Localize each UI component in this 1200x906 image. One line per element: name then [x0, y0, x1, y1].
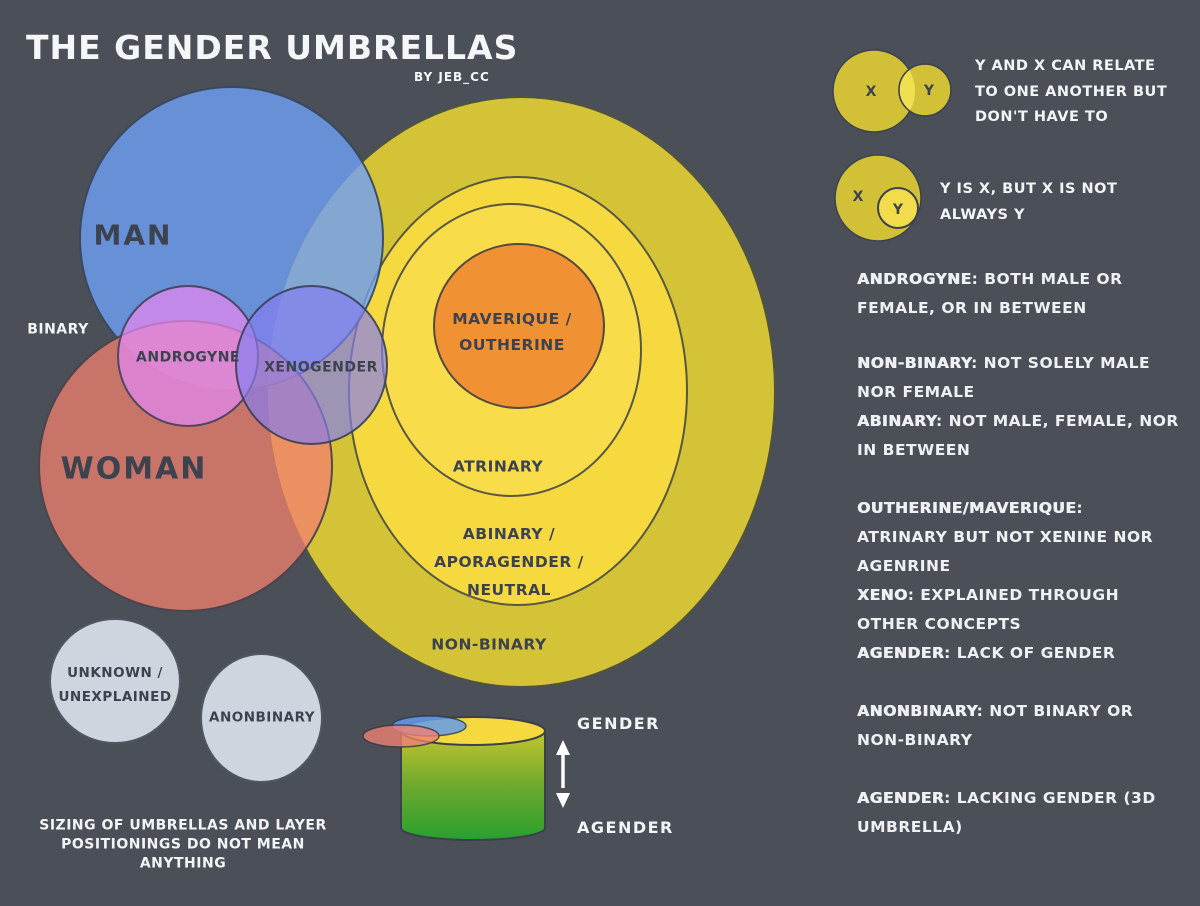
definition-term: AGENDER	[857, 644, 945, 662]
definition-term: ANDROGYNE	[857, 270, 972, 288]
definition-term: XENO	[857, 586, 908, 604]
definition-text: : NOT MALE, FEMALE, NOR IN BETWEEN	[857, 412, 1179, 459]
definition-group-agender-3d: AGENDER: LACKING GENDER (3D UMBRELLA)	[857, 784, 1200, 842]
unknown-circle	[49, 618, 181, 744]
definition-text: : ATRINARY BUT NOT XENINE NOR AGENRINE	[857, 499, 1154, 575]
agender-label: AGENDER	[577, 818, 674, 837]
definition-term: ABINARY	[857, 412, 937, 430]
anonbinary-circle	[200, 653, 323, 783]
androgyne-label: ANDROGYNE	[136, 349, 240, 366]
definition-text: : LACK OF GENDER	[944, 644, 1116, 662]
definition-abinary: ABINARY: NOT MALE, FEMALE, NOR IN BETWEE…	[857, 407, 1200, 465]
legend-overlap-y-outline	[898, 63, 952, 117]
binary-label: BINARY	[27, 321, 89, 338]
gender-label: GENDER	[577, 714, 660, 733]
legend-venn-subset: X Y	[834, 154, 922, 242]
definition-agender-3d: AGENDER: LACKING GENDER (3D UMBRELLA)	[857, 784, 1200, 842]
disclaimer-text: SIZING OF UMBRELLAS AND LAYER POSITIONIN…	[39, 817, 327, 872]
legend-subset-y-letter: Y	[892, 202, 904, 218]
unknown-label: UNKNOWN / UNEXPLAINED	[58, 665, 172, 705]
xenogender-circle	[235, 285, 388, 445]
anonbinary-label: ANONBINARY	[208, 709, 316, 726]
atrinary-label: ATRINARY	[452, 457, 544, 476]
definition-outherine: OUTHERINE/MAVERIQUE: ATRINARY BUT NOT XE…	[857, 494, 1200, 581]
legend-overlap-lens	[899, 64, 915, 116]
legend-overlap-caption: Y AND X CAN RELATE TO ONE ANOTHER BUT DO…	[975, 58, 1168, 125]
definition-group-outherine-xeno-agender: OUTHERINE/MAVERIQUE: ATRINARY BUT NOT XE…	[857, 494, 1200, 668]
gender-agender-arrow-icon	[556, 740, 570, 808]
legend-overlap-x-letter: X	[866, 84, 877, 100]
xenogender-label: XENOGENDER	[264, 359, 378, 376]
legend-venn-overlap: X Y	[832, 49, 952, 133]
definition-text: : NOT SOLELY MALE NOR FEMALE	[857, 354, 1151, 401]
definition-term: OUTHERINE/MAVERIQUE	[857, 499, 1077, 517]
definition-term: NON-BINARY	[857, 354, 972, 372]
cylinder-body	[400, 730, 546, 841]
definition-androgyne: ANDROGYNE: BOTH MALE OR FEMALE, OR IN BE…	[857, 265, 1200, 323]
maverique-label: MAVERIQUE / OUTHERINE	[452, 310, 572, 354]
man-label: MAN	[93, 218, 173, 252]
page-title: THE GENDER UMBRELLAS	[26, 28, 519, 67]
nonbinary-label: NON-BINARY	[431, 635, 547, 654]
woman-label: WOMAN	[60, 451, 208, 487]
definition-group-nonbinary-abinary: NON-BINARY: NOT SOLELY MALE NOR FEMALE A…	[857, 349, 1200, 465]
cylinder-red-ellipse	[362, 724, 440, 748]
definition-agender: AGENDER: LACK OF GENDER	[857, 639, 1200, 668]
definition-text: : EXPLAINED THROUGH OTHER CONCEPTS	[857, 586, 1120, 633]
definition-xeno: XENO: EXPLAINED THROUGH OTHER CONCEPTS	[857, 581, 1200, 639]
definition-nonbinary: NON-BINARY: NOT SOLELY MALE NOR FEMALE	[857, 349, 1200, 407]
definition-term: AGENDER	[857, 789, 945, 807]
legend-subset-caption: Y IS X, BUT X IS NOT ALWAYS Y	[940, 181, 1118, 223]
definition-text: : LACKING GENDER (3D UMBRELLA)	[857, 789, 1156, 836]
definition-text: : NOT BINARY OR NON-BINARY	[857, 702, 1134, 749]
definition-group-androgyne: ANDROGYNE: BOTH MALE OR FEMALE, OR IN BE…	[857, 265, 1200, 323]
legend-subset-x-letter: X	[853, 189, 864, 205]
maverique-circle	[433, 243, 605, 409]
definition-term: ANONBINARY	[857, 702, 977, 720]
definition-group-anonbinary: ANONBINARY: NOT BINARY OR NON-BINARY	[857, 697, 1200, 755]
legend-subset-y-circle	[877, 187, 919, 229]
definition-text: : BOTH MALE OR FEMALE, OR IN BETWEEN	[857, 270, 1123, 317]
abinary-label: ABINARY / APORAGENDER / NEUTRAL	[434, 525, 584, 599]
gender-cylinder-figure	[362, 715, 570, 841]
definition-anonbinary: ANONBINARY: NOT BINARY OR NON-BINARY	[857, 697, 1200, 755]
byline: BY JEB_CC	[414, 70, 490, 84]
legend-overlap-y-letter: Y	[923, 83, 935, 99]
